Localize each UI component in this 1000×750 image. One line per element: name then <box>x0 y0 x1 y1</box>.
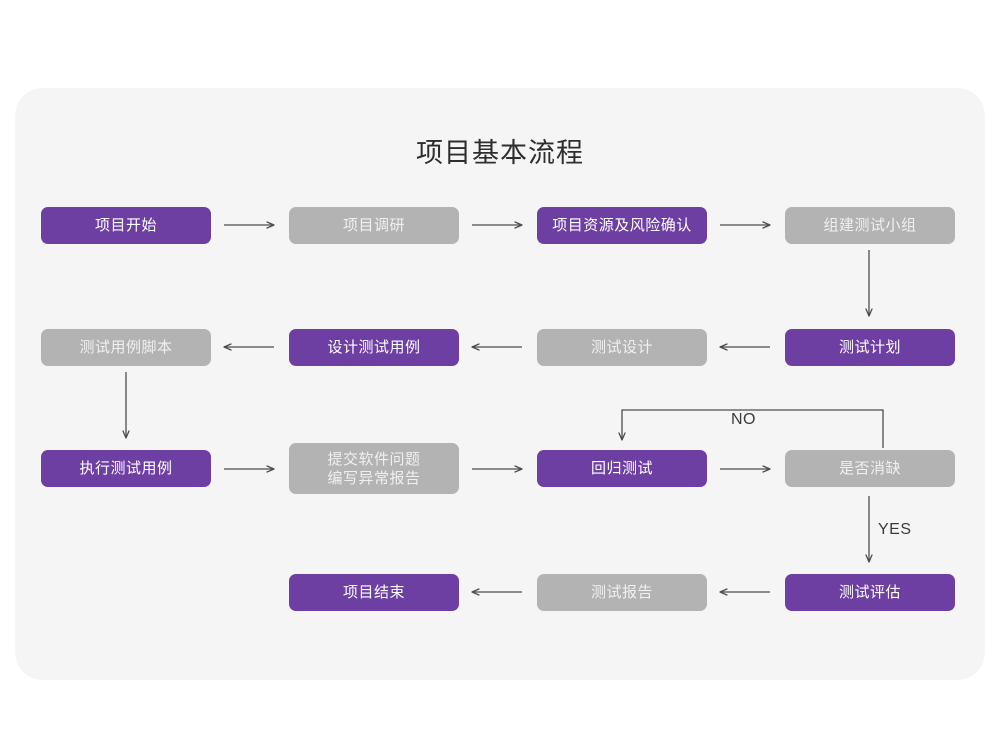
node-build-test-team[interactable]: 组建测试小组 <box>785 207 955 244</box>
node-test-plan[interactable]: 测试计划 <box>785 329 955 366</box>
node-defects-cleared[interactable]: 是否消缺 <box>785 450 955 487</box>
node-submit-defects-report[interactable]: 提交软件问题 编写异常报告 <box>289 443 459 494</box>
node-test-evaluation[interactable]: 测试评估 <box>785 574 955 611</box>
node-project-start[interactable]: 项目开始 <box>41 207 211 244</box>
edge-label-yes: YES <box>878 521 912 538</box>
node-test-design[interactable]: 测试设计 <box>537 329 707 366</box>
node-project-research[interactable]: 项目调研 <box>289 207 459 244</box>
node-project-end[interactable]: 项目结束 <box>289 574 459 611</box>
node-execute-test-cases[interactable]: 执行测试用例 <box>41 450 211 487</box>
node-design-test-cases[interactable]: 设计测试用例 <box>289 329 459 366</box>
edge-label-no: NO <box>731 411 756 428</box>
node-regression-test[interactable]: 回归测试 <box>537 450 707 487</box>
node-test-report[interactable]: 测试报告 <box>537 574 707 611</box>
page-title: 项目基本流程 <box>416 138 584 168</box>
node-test-case-script[interactable]: 测试用例脚本 <box>41 329 211 366</box>
node-resource-risk-confirm[interactable]: 项目资源及风险确认 <box>537 207 707 244</box>
